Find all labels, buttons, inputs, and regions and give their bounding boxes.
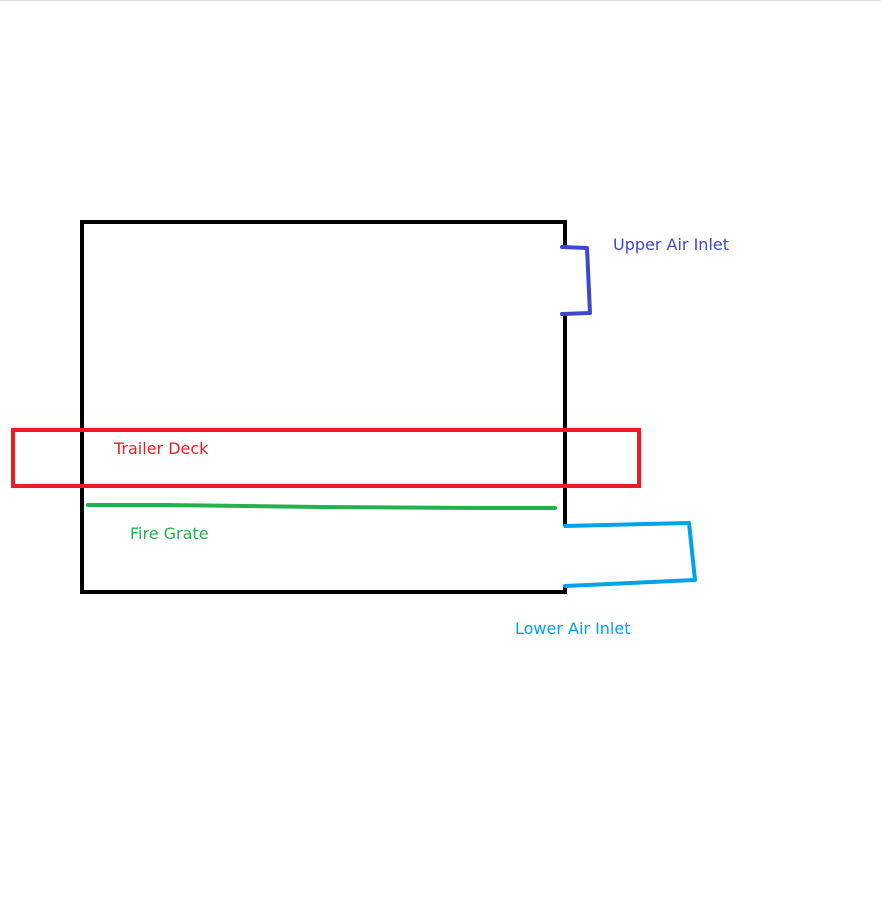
upper-air-inlet-label: Upper Air Inlet — [613, 235, 730, 254]
lower-air-inlet-label: Lower Air Inlet — [515, 619, 631, 638]
upper-air-inlet-duct — [560, 245, 592, 316]
trailer-deck-outline — [11, 428, 641, 488]
fire-grate-label: Fire Grate — [130, 524, 209, 543]
firebox-outline — [80, 220, 567, 594]
lower-air-inlet-duct — [563, 521, 697, 588]
trailer-deck-label: Trailer Deck — [114, 439, 209, 458]
fire-grate-line — [86, 503, 557, 510]
